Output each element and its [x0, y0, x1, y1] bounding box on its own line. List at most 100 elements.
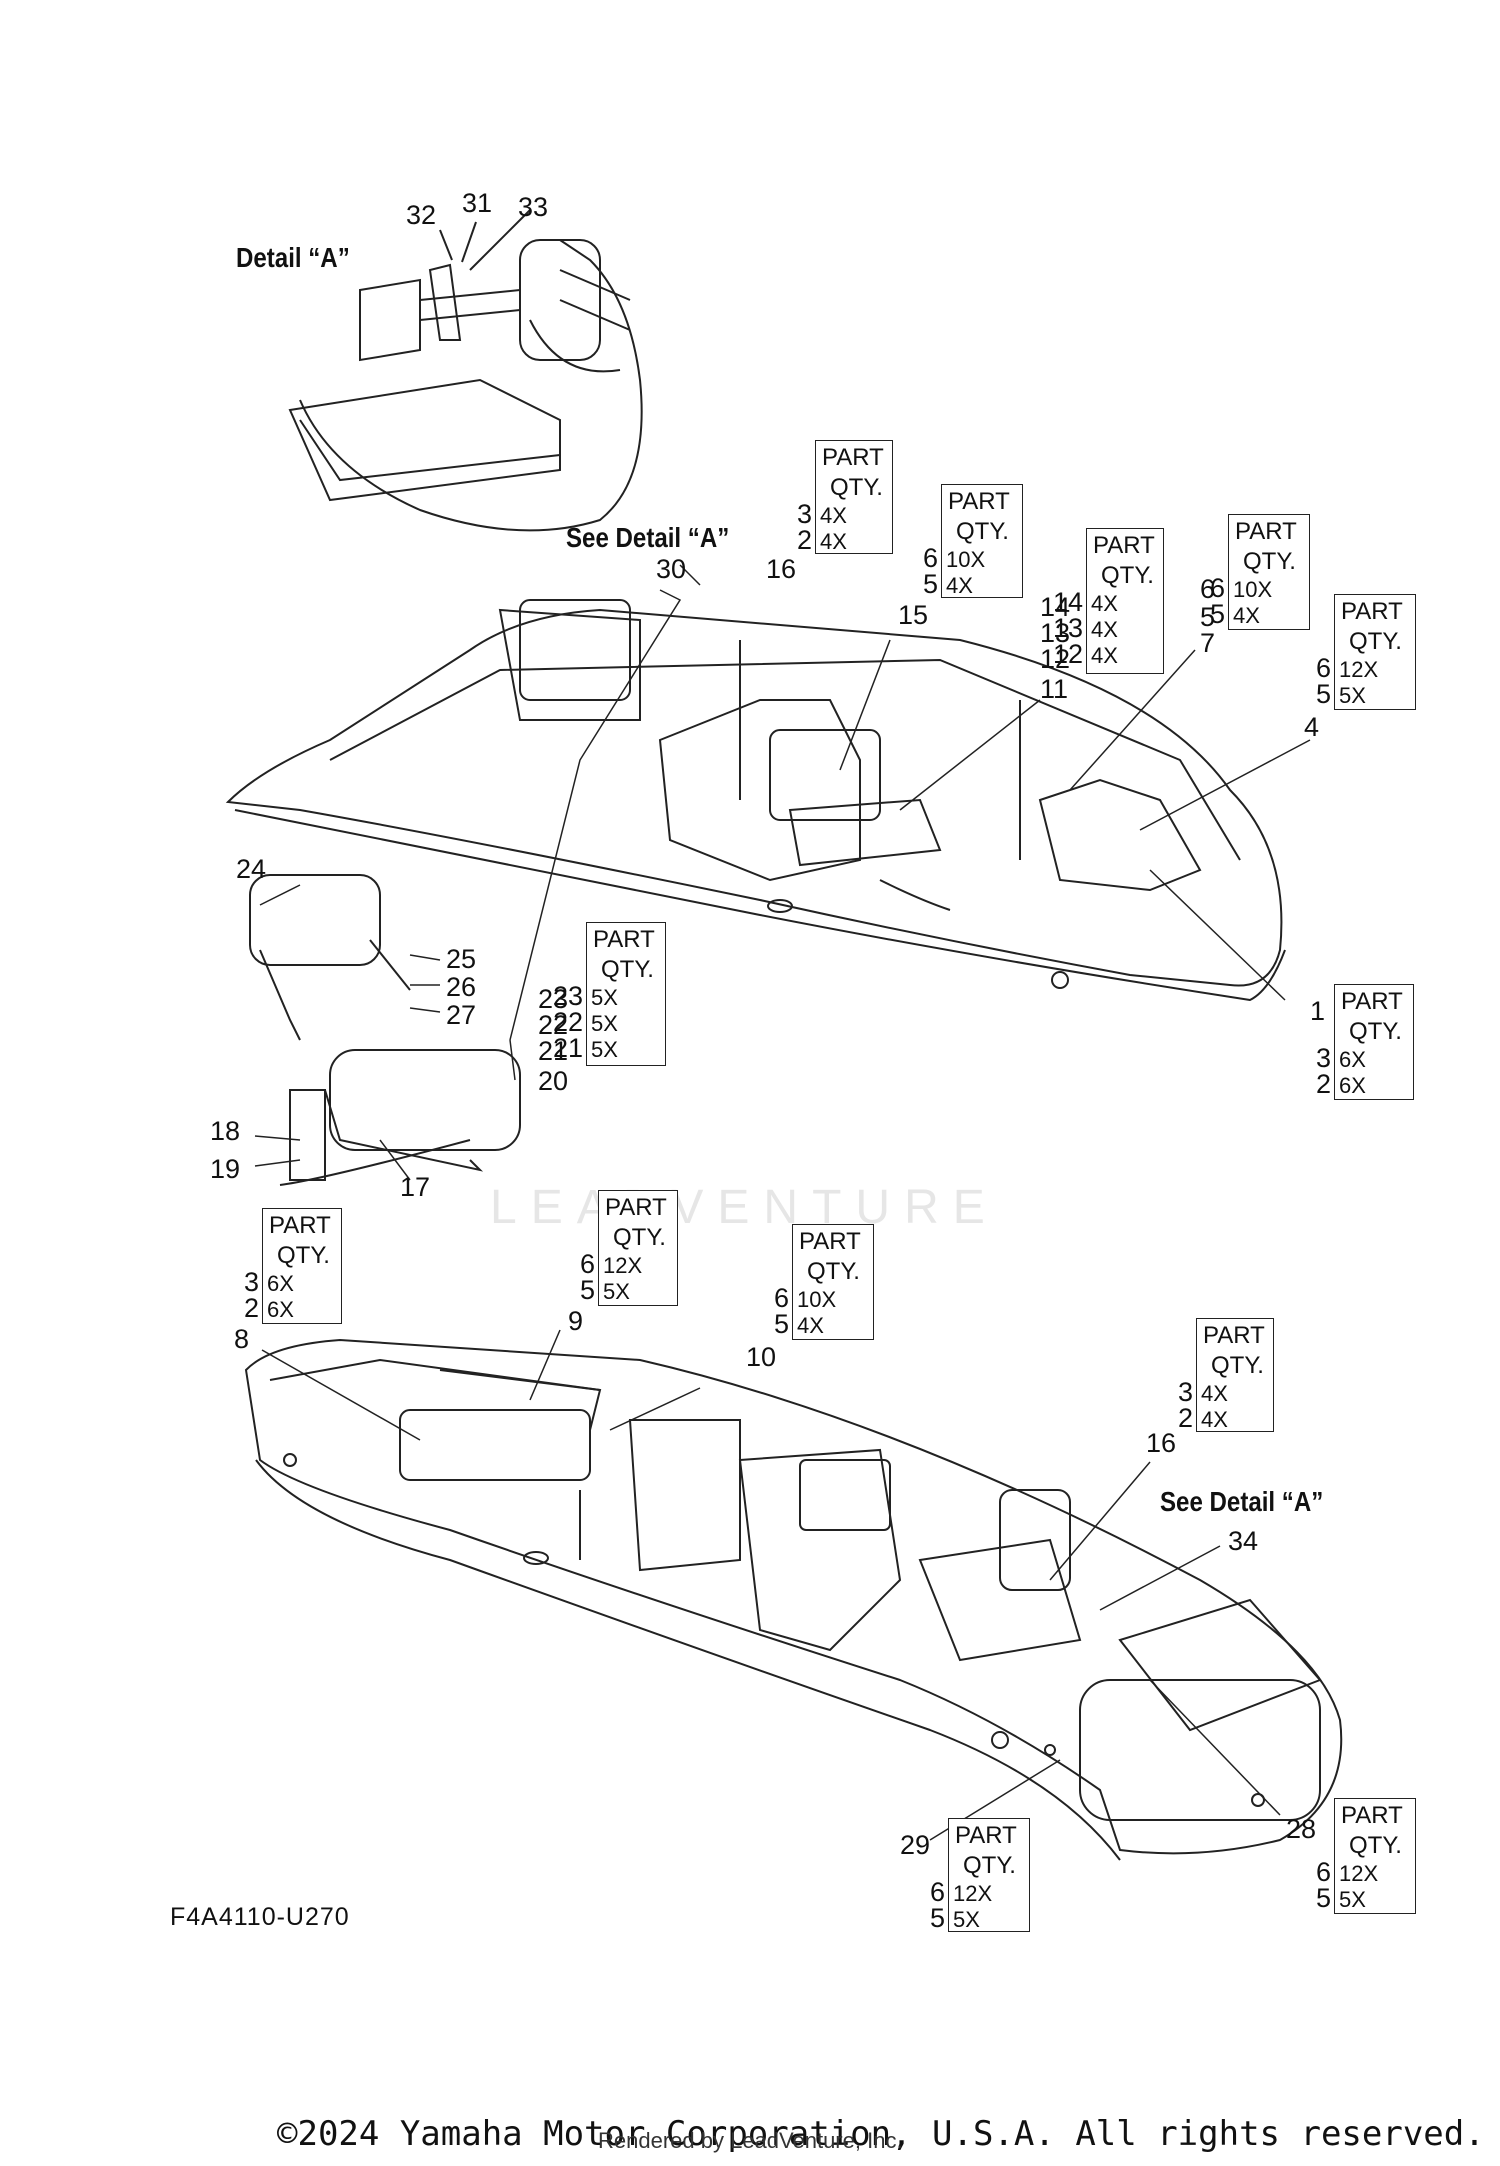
qty-value: 10X [946, 547, 986, 572]
qty-table-header: QTY. [601, 956, 654, 983]
qty-part-number: 3 [1315, 1043, 1331, 1073]
part-label: 14 [1040, 592, 1071, 622]
part-label: 18 [210, 1116, 241, 1146]
part-label: 19 [210, 1154, 241, 1184]
qty-table-header: QTY. [277, 1242, 330, 1269]
qty-part-number: 6 [579, 1249, 595, 1279]
qty-table-header: PART [822, 444, 884, 471]
drawing-code: F4A4110-U270 [170, 1903, 350, 1931]
qty-value: 5X [953, 1907, 980, 1932]
qty-part-number: 5 [773, 1309, 789, 1339]
qty-value: 4X [1091, 591, 1118, 616]
qty-value: 6X [1339, 1073, 1366, 1098]
qty-table-header: QTY. [963, 1852, 1016, 1879]
qty-table-header: QTY. [830, 474, 883, 501]
part-label: 32 [406, 200, 437, 230]
qty-value: 10X [797, 1287, 837, 1312]
qty-value: 5X [1339, 683, 1366, 708]
qty-value: 6X [267, 1271, 294, 1296]
qty-table: PART QTY. 12X 5X 6 5 [1316, 1798, 1416, 1914]
qty-part-number: 6 [922, 543, 938, 573]
qty-table-header: QTY. [1349, 628, 1402, 655]
qty-table-header: PART [1341, 988, 1403, 1015]
see-detail-a-top: See Detail “A” [566, 522, 730, 553]
part-label: 9 [568, 1306, 584, 1336]
qty-value: 6X [1339, 1047, 1366, 1072]
part-label: 15 [898, 600, 929, 630]
qty-part-number: 6 [1209, 573, 1225, 603]
qty-part-number: 13 [1052, 613, 1083, 643]
qty-part-number: 14 [1052, 587, 1083, 617]
qty-table-header: PART [1093, 532, 1155, 559]
qty-value: 4X [1201, 1407, 1228, 1432]
part-label: 17 [400, 1172, 431, 1202]
qty-table: PART QTY. 10X 4X 6 5 [1210, 514, 1310, 630]
qty-part-number: 5 [1315, 1883, 1331, 1913]
qty-part-number: 5 [922, 569, 938, 599]
qty-value: 4X [946, 573, 973, 598]
part-label: 22 [538, 1010, 569, 1040]
qty-value: 5X [591, 1011, 618, 1036]
qty-value: 10X [1233, 577, 1273, 602]
qty-table-header: PART [593, 926, 655, 953]
part-label: 10 [746, 1342, 777, 1372]
qty-table: PART QTY. 10X 4X 6 5 [774, 1224, 874, 1340]
qty-table: PART QTY. 6X 6X 3 2 [244, 1208, 342, 1324]
part-label: 33 [518, 192, 549, 222]
part-label: 27 [446, 1000, 477, 1030]
detail-a-drawing [288, 209, 643, 532]
qty-value: 5X [591, 1037, 618, 1062]
qty-part-number: 3 [243, 1267, 259, 1297]
qty-part-number: 6 [773, 1283, 789, 1313]
detail-a-title: Detail “A” [236, 242, 350, 273]
part-label: 16 [1146, 1428, 1177, 1458]
part-label: 25 [446, 944, 477, 974]
qty-table-header: QTY. [613, 1224, 666, 1251]
qty-value: 4X [820, 503, 847, 528]
qty-table-header: PART [1235, 518, 1297, 545]
qty-table: PART QTY. 4X 4X 3 2 [797, 440, 893, 554]
qty-table-header: QTY. [956, 518, 1009, 545]
qty-table-header: PART [605, 1194, 667, 1221]
qty-value: 12X [1339, 657, 1379, 682]
qty-table-header: PART [1341, 598, 1403, 625]
qty-part-number: 5 [1315, 679, 1331, 709]
qty-value: 4X [1201, 1381, 1228, 1406]
top-boat-drawing [225, 599, 1286, 1002]
part-label: 11 [1040, 674, 1069, 704]
qty-value: 4X [1233, 603, 1260, 628]
qty-table-header: PART [955, 1822, 1017, 1849]
qty-table-header: QTY. [807, 1258, 860, 1285]
qty-part-number: 5 [1209, 599, 1225, 629]
qty-table-header: PART [1203, 1322, 1265, 1349]
qty-value: 4X [1091, 617, 1118, 642]
qty-table: PART QTY. 4X 4X 3 2 [1178, 1318, 1274, 1432]
qty-table: PART QTY. 12X 5X 6 5 [1316, 594, 1416, 710]
part-label: 16 [766, 554, 797, 584]
qty-part-number: 5 [579, 1275, 595, 1305]
part-label: 7 [1200, 628, 1216, 658]
qty-value: 12X [603, 1253, 643, 1278]
qty-table-header: PART [269, 1212, 331, 1239]
qty-table-header: QTY. [1349, 1832, 1402, 1859]
qty-part-number: 2 [1177, 1403, 1193, 1433]
qty-part-number: 21 [552, 1033, 583, 1063]
qty-value: 5X [591, 985, 618, 1010]
qty-table: PART QTY. 5X 5X 5X 23 22 21 [553, 922, 666, 1066]
part-label: 4 [1304, 712, 1320, 742]
bottom-boat-drawing [244, 1338, 1343, 1861]
qty-part-number: 3 [796, 499, 812, 529]
qty-part-number: 2 [796, 525, 812, 555]
qty-table-header: QTY. [1101, 562, 1154, 589]
qty-value: 5X [603, 1279, 630, 1304]
qty-value: 12X [1339, 1861, 1379, 1886]
part-label: 5 [1200, 602, 1216, 632]
part-label: 13 [1040, 618, 1071, 648]
part-label: 24 [236, 854, 267, 884]
qty-value: 12X [953, 1881, 993, 1906]
qty-table: PART QTY. 12X 5X 6 5 [580, 1190, 678, 1306]
qty-part-number: 6 [929, 1877, 945, 1907]
qty-table: PART QTY. 6X 6X 3 2 [1316, 984, 1414, 1100]
